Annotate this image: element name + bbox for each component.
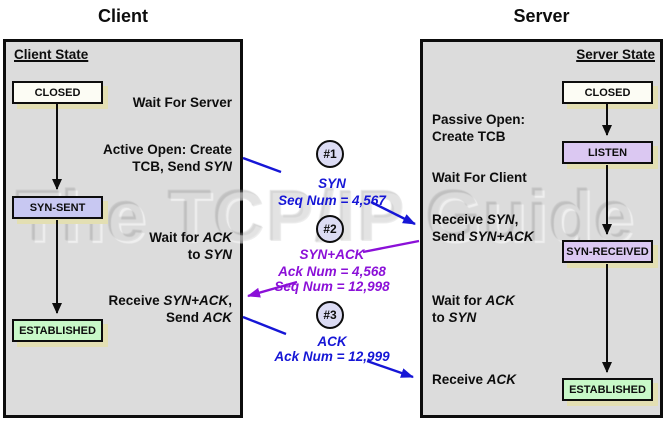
message-3-name: ACK [317, 334, 347, 349]
message-2-name: SYN+ACK [299, 247, 365, 262]
client-title: Client [97, 6, 148, 26]
message-1-arrow-end [370, 200, 416, 226]
client-note-receive-synack: Receive SYN+ACK,Send ACK [108, 293, 232, 325]
server-state-established: ESTABLISHED [562, 378, 653, 401]
client-note-wait-for-server: Wait For Server [132, 95, 232, 110]
server-title: Server [513, 6, 570, 26]
message-1-arrow-start [242, 156, 282, 174]
message-1-seqnum: Seq Num = 4,567 [278, 193, 386, 208]
server-note-wait-for-client: Wait For Client [432, 170, 527, 185]
message-2-arrow-start [362, 239, 420, 254]
client-state-heading: Client State [14, 47, 89, 62]
client-state-syn-sent: SYN-SENT [12, 196, 103, 219]
server-state-syn-received: SYN-RECEIVED [562, 240, 653, 263]
message-2-seqnum: Seq Num = 12,998 [274, 279, 390, 294]
message-3-acknum: Ack Num = 12,999 [274, 349, 390, 364]
message-2-acknum: Ack Num = 4,568 [278, 264, 386, 279]
message-3-arrow-end [366, 359, 414, 379]
server-state-heading: Server State [576, 47, 655, 62]
message-1-name: SYN [318, 176, 346, 191]
server-state-closed: CLOSED [562, 81, 653, 104]
client-state-closed: CLOSED [12, 81, 103, 104]
message-3-arrow-start [242, 315, 287, 336]
message-2-badge: #2 [316, 215, 344, 243]
server-note-receive-syn: Receive SYN,Send SYN+ACK [432, 212, 534, 244]
message-3-badge: #3 [316, 301, 344, 329]
client-state-established: ESTABLISHED [12, 319, 103, 342]
server-state-listen: LISTEN [562, 141, 653, 164]
message-1-badge: #1 [316, 140, 344, 168]
server-note-receive-ack: Receive ACK [432, 372, 517, 387]
message-2-arrow-end [247, 280, 298, 298]
server-note-passive-open: Passive Open:Create TCB [432, 112, 526, 144]
